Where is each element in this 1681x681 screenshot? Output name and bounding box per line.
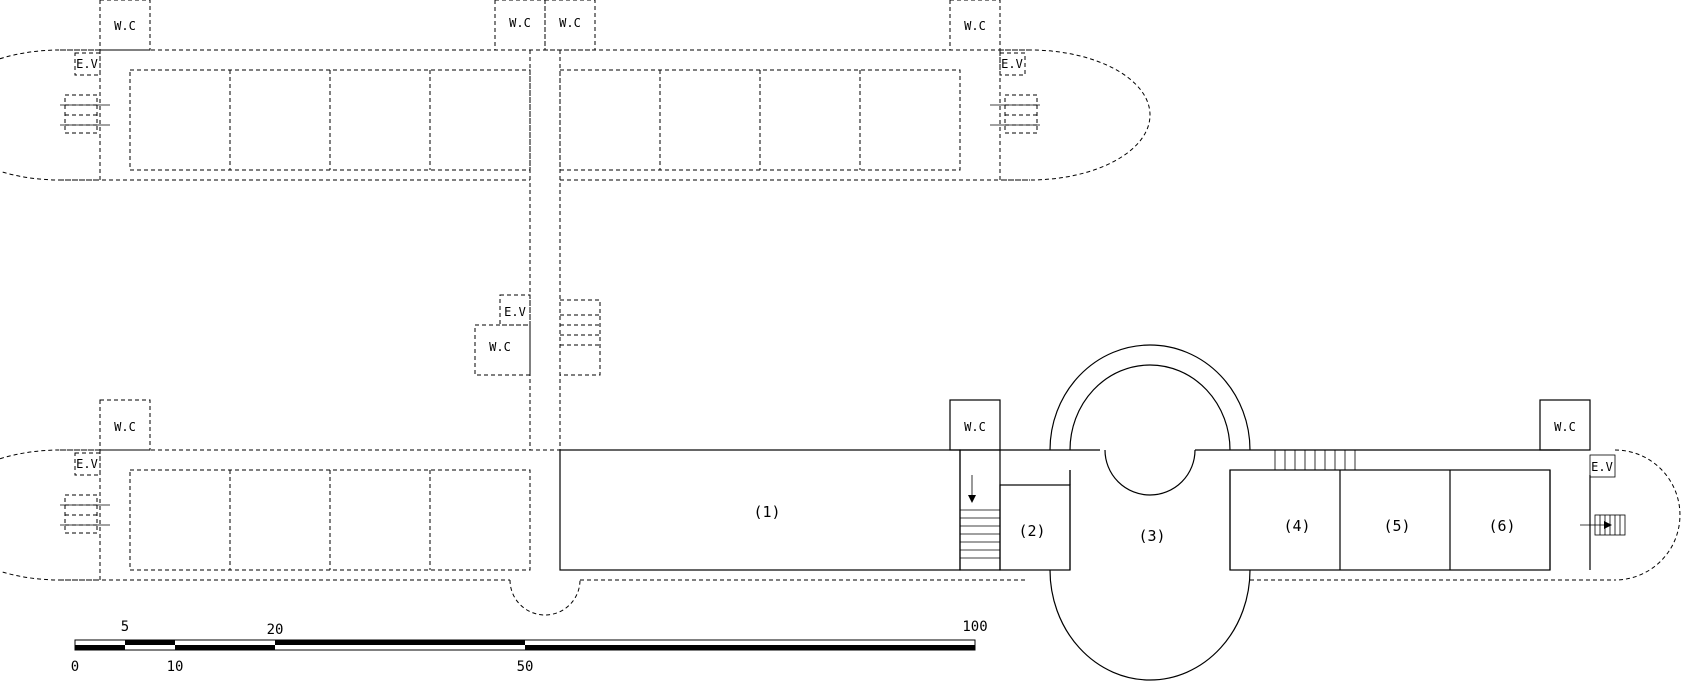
ev-labels: E.V E.V E.V E.V E.V <box>76 57 1613 474</box>
central-corridor <box>474 50 601 450</box>
ev-label: E.V <box>1001 57 1023 71</box>
wc-label: W.C <box>489 340 511 354</box>
ev-label: E.V <box>1591 460 1613 474</box>
ev-label: E.V <box>504 305 526 319</box>
stair-upper-left <box>60 94 110 134</box>
wc-label: W.C <box>114 420 136 434</box>
stair-lower-left <box>60 494 110 534</box>
ev-label: E.V <box>76 57 98 71</box>
room-4-label: (4) <box>1283 517 1310 535</box>
room-6-label: (6) <box>1488 517 1515 535</box>
stair-upper-right <box>990 94 1040 134</box>
wc-label: W.C <box>964 420 986 434</box>
stair-right-end <box>1580 514 1626 536</box>
room-5-label: (5) <box>1383 517 1410 535</box>
wc-label: W.C <box>1554 420 1576 434</box>
scale-label-bottom: 50 <box>517 659 534 675</box>
ev-label: E.V <box>76 457 98 471</box>
wc-label: W.C <box>509 16 531 30</box>
wc-label: W.C <box>559 16 581 30</box>
scale-bar: 5 20 100 0 10 50 <box>71 619 988 675</box>
room-2-label: (2) <box>1018 522 1045 540</box>
wc-label: W.C <box>114 19 136 33</box>
room-1-label: (1) <box>753 503 780 521</box>
wc-label: W.C <box>964 19 986 33</box>
scale-label-top: 100 <box>962 619 987 635</box>
existing-building <box>559 344 1681 681</box>
scale-label-top: 20 <box>267 622 284 638</box>
scale-label-bottom: 10 <box>167 659 184 675</box>
room-3-label: (3) <box>1138 527 1165 545</box>
wc-labels: W.C W.C W.C W.C W.C W.C W.C W.C <box>114 16 1576 434</box>
stair-main <box>960 475 1000 559</box>
scale-label-top: 5 <box>121 619 129 635</box>
lower-left-wing <box>0 399 1025 616</box>
scale-label-bottom: 0 <box>71 659 79 675</box>
stair-top-right <box>1274 449 1356 471</box>
room-labels: (1) (2) (3) (4) (5) (6) <box>753 503 1515 545</box>
